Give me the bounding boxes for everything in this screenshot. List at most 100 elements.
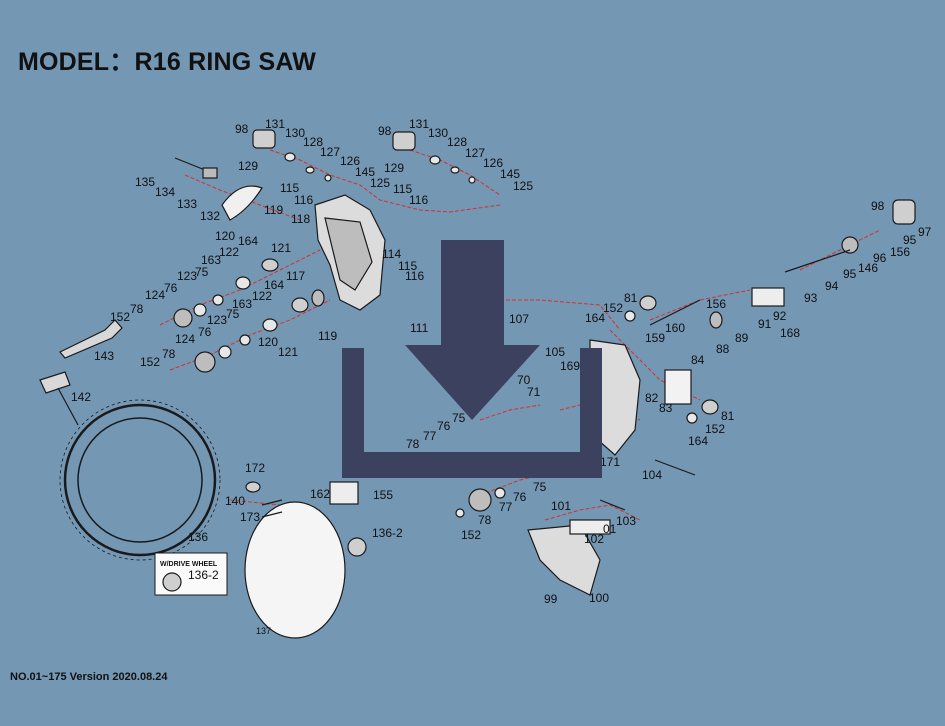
part-label: 115 — [393, 182, 412, 196]
part-label: 116 — [405, 269, 424, 283]
part-label: 136-2 — [372, 526, 403, 540]
part-label: 119 — [318, 329, 337, 343]
part-label: 97 — [918, 225, 932, 239]
part-label: 105 — [545, 345, 565, 359]
part-label: 115 — [280, 181, 299, 195]
part-label: 131 — [265, 117, 285, 131]
part-label: 117 — [286, 269, 305, 283]
part-label: 81 — [624, 291, 638, 305]
part-label: 162 — [310, 487, 330, 501]
part-label: 164 — [688, 434, 708, 448]
part-label: 164 — [238, 234, 258, 248]
part-label: 124 — [145, 288, 165, 302]
part-label: 100 — [589, 591, 609, 605]
part-label: 146 — [858, 261, 878, 275]
part-label: 119 — [264, 203, 283, 217]
part-label: 116 — [294, 193, 313, 207]
part-label: 145 — [355, 165, 375, 179]
part-label: 171 — [600, 455, 620, 469]
part-label: 155 — [373, 488, 393, 502]
part-label: 123 — [177, 269, 197, 283]
part-label: 98 — [235, 122, 249, 136]
part-label: 120 — [258, 335, 278, 349]
part-label: 145 — [500, 167, 520, 181]
part-label: 98 — [871, 199, 885, 213]
part-label: 152 — [461, 528, 481, 542]
part-label: 134 — [155, 185, 175, 199]
part-label: 136 — [188, 530, 208, 544]
part-label: 159 — [645, 331, 665, 345]
part-label: 127 — [320, 145, 340, 159]
part-label: 122 — [219, 245, 239, 259]
part-label: 124 — [175, 332, 195, 346]
part-label: 78 — [130, 302, 144, 316]
part-label: 121 — [271, 241, 291, 255]
part-label: 76 — [164, 281, 178, 295]
part-label: 152 — [110, 310, 130, 324]
part-label: 94 — [825, 279, 839, 293]
part-label: 132 — [200, 209, 220, 223]
part-label: 75 — [226, 307, 240, 321]
part-label: 135 — [135, 175, 155, 189]
part-label: 102 — [584, 532, 604, 546]
part-label: 131 — [409, 117, 429, 131]
mechanical-parts — [39, 129, 916, 639]
part-label: 91 — [758, 317, 772, 331]
part-label: 82 — [645, 391, 659, 405]
part-label: 76 — [198, 325, 212, 339]
part-label: 89 — [735, 331, 749, 345]
part-label: 104 — [642, 468, 662, 482]
part-label: 98 — [378, 124, 392, 138]
part-label: 84 — [691, 353, 705, 367]
version-footer: NO.01~175 Version 2020.08.24 — [10, 671, 168, 683]
part-label: 123 — [207, 313, 227, 327]
part-label: 77 — [499, 500, 513, 514]
part-label: 93 — [804, 291, 818, 305]
part-label: 70 — [517, 373, 531, 387]
part-label: 129 — [238, 159, 258, 173]
part-label: 75 — [195, 265, 209, 279]
part-label: 116 — [409, 193, 428, 207]
part-label: 128 — [303, 135, 323, 149]
part-label: 136-2 — [188, 568, 219, 582]
part-label: 152 — [603, 301, 623, 315]
part-label: 142 — [71, 390, 91, 404]
part-label: 83 — [659, 401, 673, 415]
part-label: 126 — [340, 154, 360, 168]
part-label: 160 — [665, 321, 685, 335]
part-label: 118 — [291, 212, 310, 226]
part-label: 152 — [140, 355, 160, 369]
part-label: 88 — [716, 342, 730, 356]
part-label: 111 — [410, 321, 429, 335]
part-label: 133 — [177, 197, 197, 211]
part-label: 126 — [483, 156, 503, 170]
part-label: 163 — [232, 297, 252, 311]
part-label: 114 — [382, 247, 401, 261]
part-label: 169 — [560, 359, 580, 373]
part-label: 95 — [843, 267, 857, 281]
part-label: 122 — [252, 289, 272, 303]
part-label: 172 — [245, 461, 265, 475]
part-label: 128 — [447, 135, 467, 149]
download-icon[interactable] — [342, 240, 602, 478]
part-label: 164 — [585, 311, 605, 325]
part-label: 120 — [215, 229, 235, 243]
part-label: 78 — [406, 437, 420, 451]
part-label: 127 — [465, 146, 485, 160]
part-label: 121 — [278, 345, 298, 359]
part-label: 77 — [423, 429, 437, 443]
part-label: 76 — [513, 490, 527, 504]
part-label: 99 — [544, 592, 558, 606]
part-label: 125 — [513, 179, 533, 193]
part-label: 140 — [225, 494, 245, 508]
part-label: 130 — [285, 126, 305, 140]
part-label: 156 — [890, 245, 910, 259]
part-label: 156 — [706, 297, 726, 311]
part-label: 81 — [721, 409, 735, 423]
part-label: 103 — [616, 514, 636, 528]
part-label: 152 — [705, 422, 725, 436]
part-label: 125 — [370, 176, 390, 190]
part-label: 130 — [428, 126, 448, 140]
